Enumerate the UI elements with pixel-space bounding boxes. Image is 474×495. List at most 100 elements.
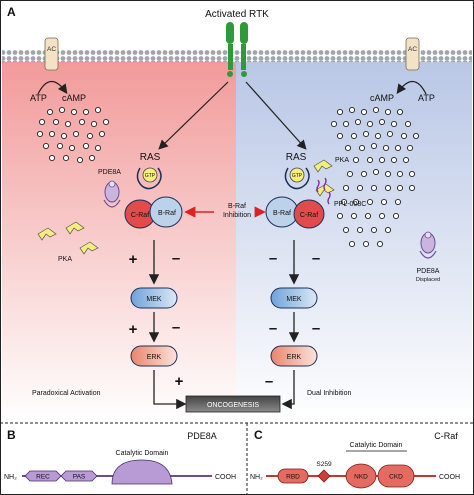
ras-right-label: RAS [286,152,307,163]
gtp-left-icon [142,167,158,183]
camp-molecule-dot [406,144,414,152]
braf-left-label: B-Raf [158,210,176,217]
rtk-to-ras-left-arrow [158,81,229,150]
right-sign-5: – [265,373,273,390]
rtk-to-ras-right-arrow [245,81,307,150]
camp-molecule-dot [408,170,416,178]
ras-right-icon [284,167,310,190]
camp-molecule-dot [358,144,366,152]
camp-molecule-dot [362,240,370,248]
camp-molecule-dot [70,108,78,116]
camp-molecule-dot [408,184,416,192]
left-arrow-erk-oncogenesis [153,370,187,410]
camp-molecule-dot [370,226,378,234]
camp-molecule-dot [86,132,94,140]
camp-molecule-dot [94,106,102,114]
camp-molecule-dot [72,130,80,138]
nkd-domain-icon [345,463,377,489]
ppl008c-drug-icon [316,177,331,205]
camp-molecule-dot [394,144,402,152]
camp-molecule-dot [396,170,404,178]
pka-right-label: PKA [335,157,349,164]
camp-molecule-dot [384,226,392,234]
right-sign-3: – [269,320,277,337]
braf-inhibition-label-2: Inhibition [223,212,251,219]
atp-right-label: ATP [418,93,435,103]
camp-molecule-dot [394,198,402,206]
camp-molecule-dot [370,142,378,150]
camp-molecule-dot [378,118,386,126]
membrane [2,50,472,62]
ras-left-icon [136,167,162,190]
camp-molecule-dot [38,118,46,126]
camp-molecule-dot [336,212,344,220]
camp-molecule-dot [94,144,102,152]
camp-molecule-dot [348,106,356,114]
camp-molecule-dot [392,212,400,220]
camp-molecule-dot [386,130,394,138]
left-sign-4: – [172,319,180,336]
camp-molecule-dot [354,118,362,126]
craf-right-label: C-Raf [300,212,318,219]
camp-molecule-dot [360,170,368,178]
ac-left-icon [44,37,59,71]
panel-c-title: C-Raf [434,431,458,441]
ckd-domain-icon [377,464,415,488]
camp-molecule-dot [380,198,388,206]
left-sign-3: + [129,321,138,338]
camp-molecule-dot [90,120,98,128]
gtp-right-label: GTP [292,173,303,179]
braf-inhibition-label-1: B-Raf [228,203,246,210]
camp-molecule-dot [400,132,408,140]
erk-right-icon [270,345,318,367]
right-sign-4: – [312,320,320,337]
left-sign-1: + [129,251,138,268]
panel-b-nh2: NH₂ [4,474,17,481]
panel-b-letter: B [7,428,16,442]
camp-molecule-dot [378,212,386,220]
camp-molecule-dot [366,156,374,164]
camp-molecule-dot [344,144,352,152]
camp-molecule-dot [374,132,382,140]
oncogenesis-box [185,395,281,413]
camp-molecule-dot [60,132,68,140]
rbd-domain-icon [277,468,309,484]
panel-a-letter: A [7,5,16,19]
camp-molecule-dot [62,154,70,162]
ras-left-label: RAS [140,152,161,163]
camp-molecule-dot [376,240,384,248]
erk-left-icon [130,345,178,367]
camp-molecule-dot [356,226,364,234]
camp-molecule-dot [64,120,72,128]
s259-label: S259 [316,461,332,468]
ac-right-arrow [396,80,427,95]
camp-molecule-dot [36,130,44,138]
craf-right-icon [293,199,325,229]
panel-b-title: PDE8A [187,431,217,441]
braf-right-label: B-Raf [273,210,291,217]
oncogenesis-label: ONCOGENESIS [207,402,259,409]
rtk-receptor-icon [226,22,248,77]
rbd-domain-label: RBD [286,474,300,481]
camp-molecule-dot [102,118,110,126]
camp-molecule-dot [346,170,354,178]
erk-right-label: ERK [287,354,302,361]
panel-c-cooh: COOH [439,474,460,481]
camp-molecule-dot [82,142,90,150]
rec-domain-label: REC [36,474,50,481]
s259-site-icon [317,469,331,483]
camp-molecule-dot [336,108,344,116]
camp-molecule-dot [390,156,398,164]
pde8a-catalytic-domain-icon [111,459,173,485]
camp-molecule-dot [356,184,364,192]
erk-left-label: ERK [147,354,162,361]
camp-molecule-dot [382,144,390,152]
camp-molecule-dot [366,120,374,128]
camp-molecule-dot [46,108,54,116]
camp-molecule-dot [384,184,392,192]
camp-molecule-dot [88,154,96,162]
ppl008c-label: PPL-008C [334,201,366,208]
atp-left-label: ATP [30,93,47,103]
camp-molecule-dot [58,106,66,114]
